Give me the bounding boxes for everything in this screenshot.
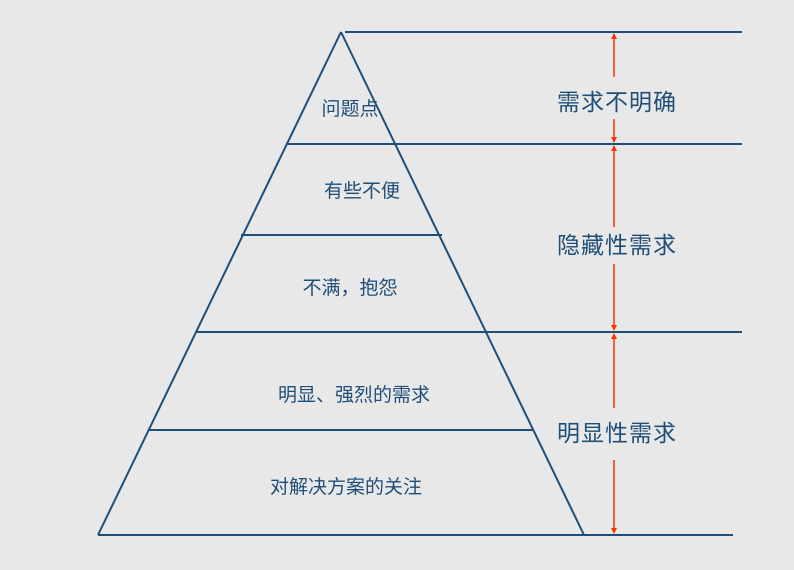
category-label-hidden-needs: 隐藏性需求: [557, 231, 677, 262]
layer-label-strong-needs: 明显、强烈的需求: [277, 384, 431, 406]
layer-label-problem-point: 问题点: [321, 98, 379, 120]
category-label-explicit-needs: 明显性需求: [557, 419, 677, 450]
layer-label-inconvenience: 有些不便: [323, 180, 401, 202]
layer-label-dissatisfaction: 不满，抱怨: [302, 277, 398, 299]
layer-label-solution-focus: 对解决方案的关注: [269, 476, 423, 498]
divider-lines: [98, 31, 742, 536]
category-label-unclear-needs: 需求不明确: [557, 88, 677, 119]
pyramid-outline: [97, 31, 585, 536]
